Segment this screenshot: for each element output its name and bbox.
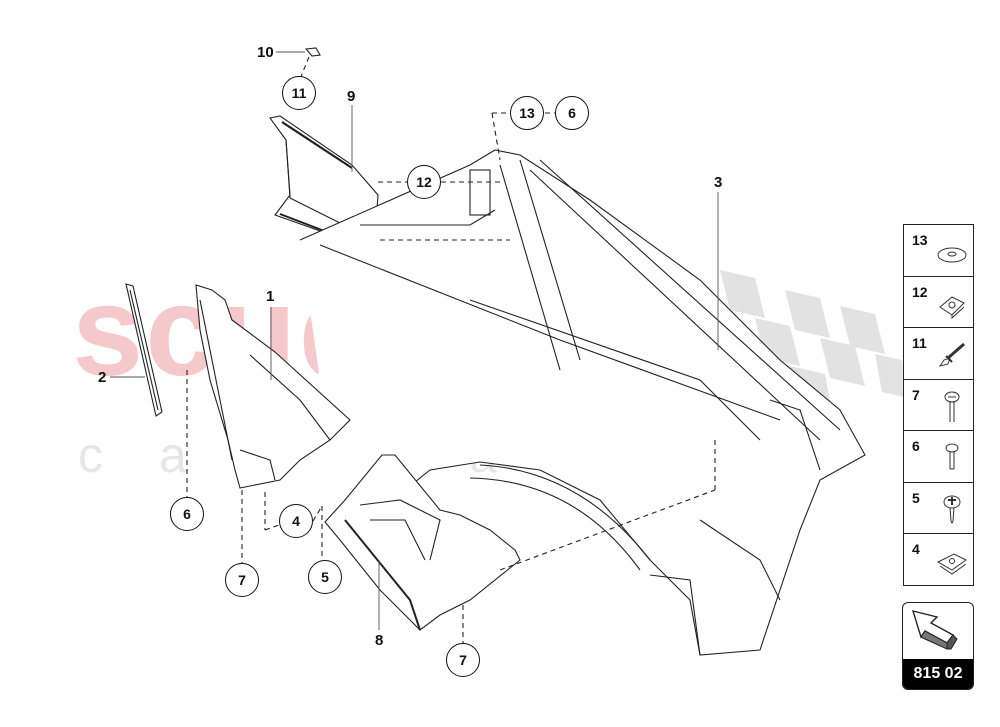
page-code: 815 02 — [903, 659, 973, 689]
part-8-liner — [324, 454, 521, 631]
part-label-8: 8 — [375, 632, 384, 649]
legend-item-12[interactable]: 12 — [904, 277, 973, 328]
legend-item-5[interactable]: 5 — [904, 483, 973, 534]
callout-6-top[interactable]: 6 — [555, 96, 589, 130]
part-label-2: 2 — [98, 369, 107, 386]
callout-13[interactable]: 13 — [510, 96, 544, 130]
screw-icon — [944, 391, 960, 422]
part-label-1: 1 — [266, 288, 275, 305]
callout-5[interactable]: 5 — [308, 560, 342, 594]
part-10-rivet — [304, 47, 321, 57]
part-2-strip — [125, 283, 163, 417]
page-navigation-button[interactable]: 815 02 — [902, 602, 974, 690]
part-1-liner — [195, 284, 351, 489]
part-3-fender — [299, 149, 866, 656]
callout-11[interactable]: 11 — [282, 76, 316, 110]
clip-nut-icon — [939, 295, 965, 319]
screw-icon — [945, 443, 959, 470]
rivet-icon — [938, 342, 965, 367]
callout-12[interactable]: 12 — [407, 165, 441, 199]
self-tapping-screw-icon — [943, 495, 961, 524]
callout-6-left[interactable]: 6 — [170, 497, 204, 531]
legend-item-13[interactable]: 13 — [904, 225, 973, 277]
legend-item-7[interactable]: 7 — [904, 380, 973, 431]
arrow-up-left-icon — [911, 610, 958, 650]
fastener-legend: 13 12 11 7 — [903, 224, 974, 586]
clip-nut-icon — [936, 553, 967, 575]
legend-item-11[interactable]: 11 — [904, 328, 973, 380]
callout-7-bottom[interactable]: 7 — [446, 643, 480, 677]
callout-4[interactable]: 4 — [279, 504, 313, 538]
part-label-10: 10 — [257, 44, 274, 61]
legend-item-6[interactable]: 6 — [904, 431, 973, 483]
part-label-9: 9 — [347, 88, 356, 105]
washer-icon — [937, 247, 967, 263]
legend-item-4[interactable]: 4 — [904, 534, 973, 585]
part-label-3: 3 — [714, 174, 723, 191]
callout-7-left[interactable]: 7 — [225, 563, 259, 597]
